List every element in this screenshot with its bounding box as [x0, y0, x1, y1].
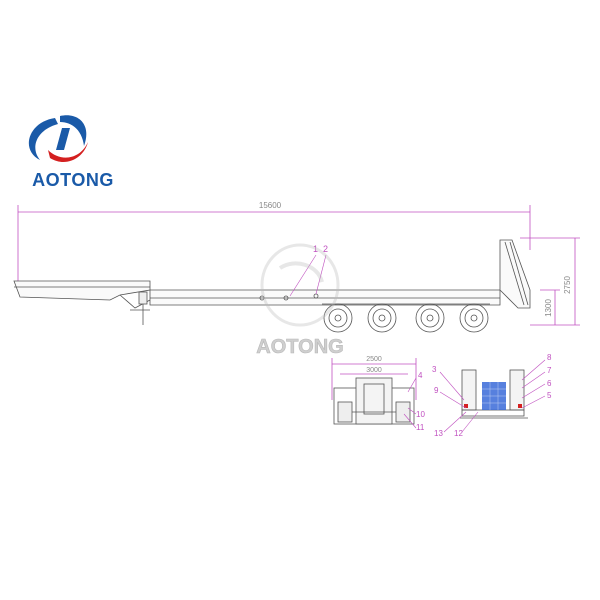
brand-name: AOTONG	[32, 170, 114, 190]
axle-2	[367, 303, 397, 333]
axle-4	[459, 303, 489, 333]
part-label-12: 12	[454, 429, 463, 438]
part-label-10: 10	[416, 410, 425, 419]
right-leaders	[439, 359, 546, 433]
height-dimension-label: 2750	[563, 276, 572, 294]
part-label-9: 9	[434, 386, 439, 395]
axle-1	[323, 303, 353, 333]
rear-view-right	[460, 369, 528, 419]
part-label-11: 11	[416, 423, 425, 432]
rear-blue-grid	[482, 382, 506, 410]
trailer-side-view	[13, 239, 531, 325]
aotong-logo	[28, 115, 88, 163]
side-leaders	[289, 254, 327, 297]
rear-red-marks	[464, 404, 522, 408]
part-label-7: 7	[547, 366, 552, 375]
part-label-2: 2	[323, 244, 328, 254]
part-label-4: 4	[418, 371, 423, 380]
part-label-1: 1	[313, 244, 318, 254]
part-label-6: 6	[547, 379, 552, 388]
wheels	[322, 303, 490, 333]
height-dimensions	[520, 237, 580, 326]
length-dimension-label: 15600	[259, 201, 282, 210]
part-label-8: 8	[547, 353, 552, 362]
inner-width-label: 3000	[366, 367, 382, 374]
part-label-3: 3	[432, 365, 437, 374]
part-label-5: 5	[547, 391, 552, 400]
watermark	[260, 243, 340, 327]
left-leaders	[403, 377, 417, 429]
watermark-text: AOTONG	[256, 336, 343, 358]
rear-view-left	[331, 358, 417, 425]
track-width-label: 2500	[366, 356, 382, 363]
axle-3	[415, 303, 445, 333]
length-dimension	[17, 205, 531, 282]
deck-height-dimension-label: 1300	[544, 299, 553, 317]
part-label-13: 13	[434, 429, 443, 438]
